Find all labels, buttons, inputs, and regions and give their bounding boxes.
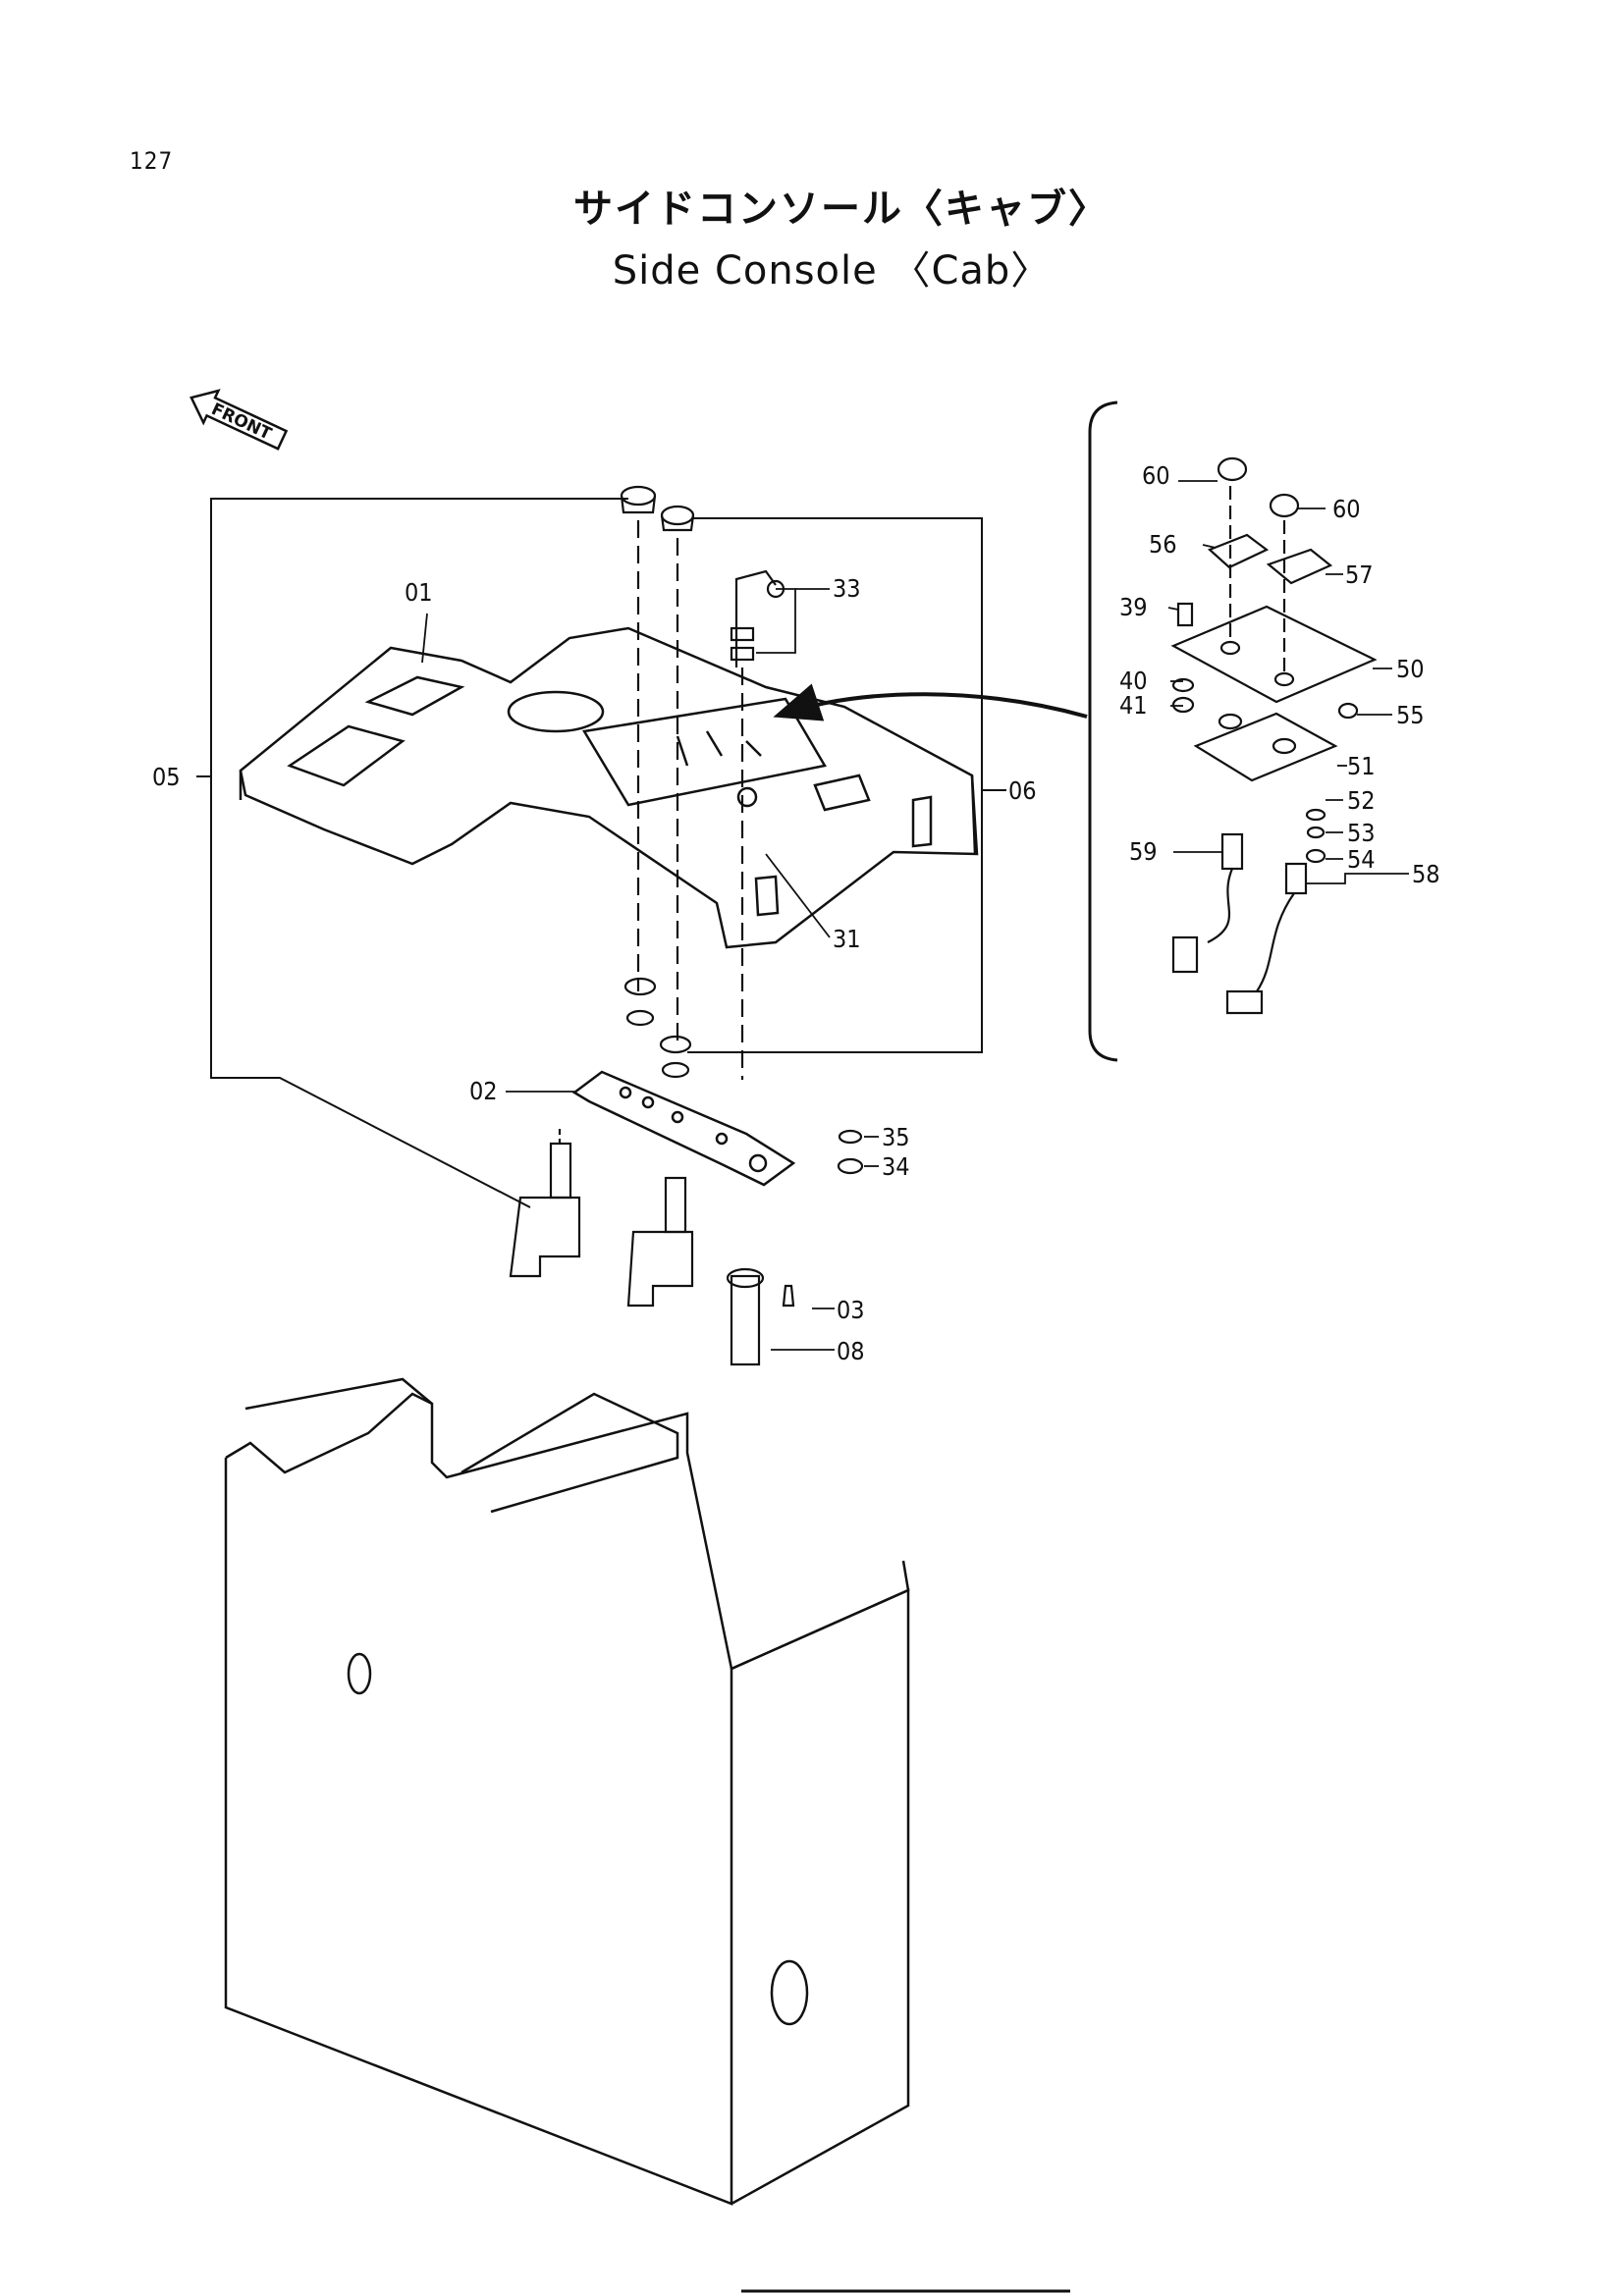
callout-55: 55	[1396, 701, 1425, 729]
leader-lines	[421, 480, 1409, 1351]
callout-40: 40	[1119, 667, 1148, 695]
detail-parts	[1170, 456, 1378, 1015]
callout-03: 03	[837, 1296, 865, 1324]
title-english: Side Console 〈Cab〉	[612, 248, 1052, 294]
callout-06: 06	[1008, 776, 1037, 805]
front-arrow-icon: FRONT	[189, 389, 289, 451]
callout-05: 05	[152, 763, 181, 791]
group-brackets	[196, 498, 1006, 1208]
fastener-icon	[782, 1129, 864, 1308]
callout-59: 59	[1129, 837, 1158, 866]
callout-56: 56	[1149, 530, 1177, 559]
callout-39: 39	[1119, 593, 1148, 621]
callout-35: 35	[882, 1123, 910, 1151]
callout-57: 57	[1345, 561, 1374, 589]
callout-31: 31	[833, 925, 861, 953]
callout-02: 02	[469, 1077, 498, 1105]
callout-41: 41	[1119, 691, 1148, 720]
callout-58: 58	[1412, 860, 1440, 888]
console-cover	[239, 626, 979, 949]
washer-icon	[623, 977, 692, 1079]
knob-icon	[620, 485, 695, 1041]
callout-33: 33	[833, 574, 861, 603]
detail-arrow	[773, 683, 1088, 721]
title-japanese: サイドコンソール〈キャブ〉	[573, 187, 1110, 232]
callout-34: 34	[882, 1152, 910, 1181]
callout-50: 50	[1396, 655, 1425, 683]
callout-08: 08	[837, 1337, 865, 1365]
detail-bracket	[1088, 400, 1118, 1062]
callout-60-left: 60	[1142, 461, 1170, 490]
callout-60-right: 60	[1332, 495, 1361, 523]
callout-52: 52	[1347, 786, 1376, 815]
page-number: 127	[130, 147, 174, 175]
mounting-bracket	[571, 1070, 796, 1187]
switch-icon	[509, 1129, 765, 1366]
wire-assembly	[730, 569, 785, 1080]
callout-54: 54	[1347, 845, 1376, 874]
callout-01: 01	[405, 578, 433, 607]
callout-53: 53	[1347, 819, 1376, 847]
console-body	[224, 1377, 910, 2206]
callout-51: 51	[1347, 752, 1376, 780]
